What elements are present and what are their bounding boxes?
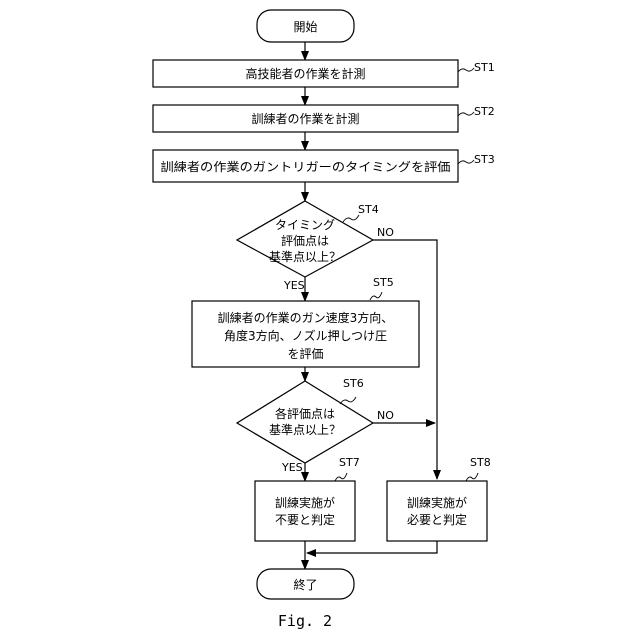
st5-label-line2: 角度3方向、ノズル押しつけ圧 xyxy=(224,328,387,343)
st2-label: 訓練者の作業を計測 xyxy=(251,111,359,126)
st8-label-line1: 訓練実施が xyxy=(407,495,467,510)
st4-label-line3: 基準点以上？ xyxy=(269,249,341,264)
figure-caption: Fig. 2 xyxy=(278,612,332,630)
end-terminal: 終了 xyxy=(257,569,354,599)
st2-leader xyxy=(458,112,474,116)
st4-no-label: NO xyxy=(377,226,394,239)
st3-leader xyxy=(458,160,474,164)
st5-leader xyxy=(370,292,382,300)
st7-label-line2: 不要と判定 xyxy=(275,512,335,527)
arrow-st8-merge xyxy=(307,541,437,553)
step-st1: 高技能者の作業を計測 xyxy=(153,60,458,87)
st6-label-line2: 基準点以上？ xyxy=(269,422,341,437)
st6-no-label: NO xyxy=(377,409,394,422)
st4-tag: ST4 xyxy=(358,203,379,216)
st8-leader xyxy=(466,473,478,481)
decision-st4: タイミング 評価点は 基準点以上？ xyxy=(237,201,373,277)
end-label: 終了 xyxy=(293,577,317,592)
st5-label-line3: を評価 xyxy=(287,346,323,361)
start-terminal: 開始 xyxy=(257,10,354,42)
step-st3: 訓練者の作業のガントリガーのタイミングを評価 xyxy=(153,150,458,182)
step-st7: 訓練実施が 不要と判定 xyxy=(255,481,355,541)
st6-label-line1: 各評価点は xyxy=(275,406,335,421)
st8-label-line2: 必要と判定 xyxy=(407,512,467,527)
st1-leader xyxy=(458,68,474,72)
st6-tag: ST6 xyxy=(343,377,364,390)
step-st5: 訓練者の作業のガン速度3方向、 角度3方向、ノズル押しつけ圧 を評価 xyxy=(192,301,419,367)
st2-tag: ST2 xyxy=(474,105,495,118)
st8-tag: ST8 xyxy=(470,456,491,469)
st1-label: 高技能者の作業を計測 xyxy=(245,66,365,81)
start-label: 開始 xyxy=(293,20,317,34)
st3-label: 訓練者の作業のガントリガーのタイミングを評価 xyxy=(161,159,451,174)
st5-tag: ST5 xyxy=(373,276,394,289)
st4-label-line1: タイミング xyxy=(275,218,335,232)
step-st2: 訓練者の作業を計測 xyxy=(153,105,458,132)
st6-leader xyxy=(340,397,356,404)
st5-label-line1: 訓練者の作業のガン速度3方向、 xyxy=(218,310,394,325)
decision-st6: 各評価点は 基準点以上？ xyxy=(237,381,373,463)
st7-tag: ST7 xyxy=(339,456,360,469)
st4-yes-label: YES xyxy=(283,279,305,292)
st1-tag: ST1 xyxy=(474,61,495,74)
st6-yes-label: YES xyxy=(281,461,303,474)
st4-leader xyxy=(343,215,359,222)
st7-leader xyxy=(335,473,347,481)
st4-label-line2: 評価点は xyxy=(281,233,329,248)
st3-tag: ST3 xyxy=(474,153,495,166)
st7-label-line1: 訓練実施が xyxy=(275,495,335,510)
step-st8: 訓練実施が 必要と判定 xyxy=(387,481,487,541)
